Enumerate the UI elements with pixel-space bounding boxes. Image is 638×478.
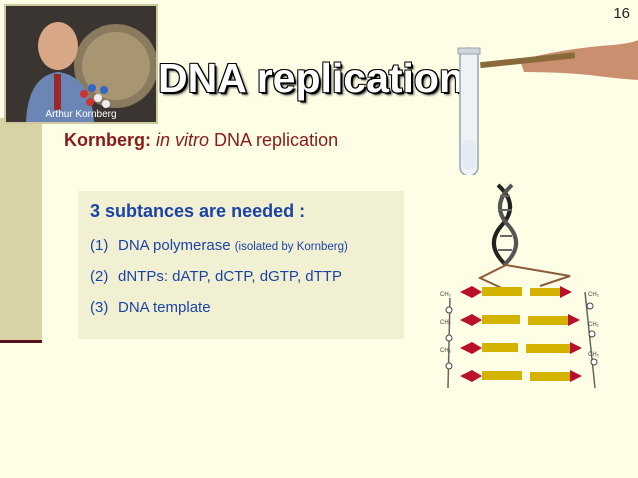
item-number: (3) [90,299,109,316]
subtitle-rest: DNA replication [209,130,339,150]
ch2-label: CH₂ [440,320,452,326]
dna-structure-diagram: CH₂ CH₂ CH₂ CH₂ CH₂ CH₂ [420,180,635,395]
portrait-photo: Arthur Kornberg [4,4,158,124]
slide-number: 16 [613,5,630,22]
requirement-item-2: (2) dNTPs: dATP, dCTP, dGTP, dTTP [90,268,342,285]
requirements-box: 3 subtances are needed : (1) DNA polymera… [78,191,404,339]
photo-caption: Arthur Kornberg [45,109,117,120]
ch2-label: CH₂ [440,348,452,354]
slide-subtitle: Kornberg: in vitro DNA replication [64,130,338,151]
requirement-item-1: (1) DNA polymerase (isolated by Kornberg) [90,237,348,254]
ch2-label: CH₂ [588,352,600,358]
ch2-label: CH₂ [588,322,600,328]
item-note: (isolated by Kornberg) [234,241,348,253]
slide-title: DNA replication [158,55,465,101]
ch2-label: CH₂ [588,292,600,298]
item-number: (2) [90,268,109,285]
item-text: DNA polymerase [118,237,235,254]
subtitle-name: Kornberg: [64,130,151,150]
item-number: (1) [90,237,109,254]
left-accent-bar [0,118,42,343]
item-text: DNA template [118,299,211,316]
test-tube-illustration [440,20,638,177]
subtitle-in-vitro: in vitro [156,130,210,150]
requirement-item-3: (3) DNA template [90,299,211,316]
requirements-heading: 3 subtances are needed : [90,201,306,221]
portrait-image [6,6,156,122]
ch2-label: CH₂ [440,292,452,298]
item-text: dNTPs: dATP, dCTP, dGTP, dTTP [118,268,342,285]
